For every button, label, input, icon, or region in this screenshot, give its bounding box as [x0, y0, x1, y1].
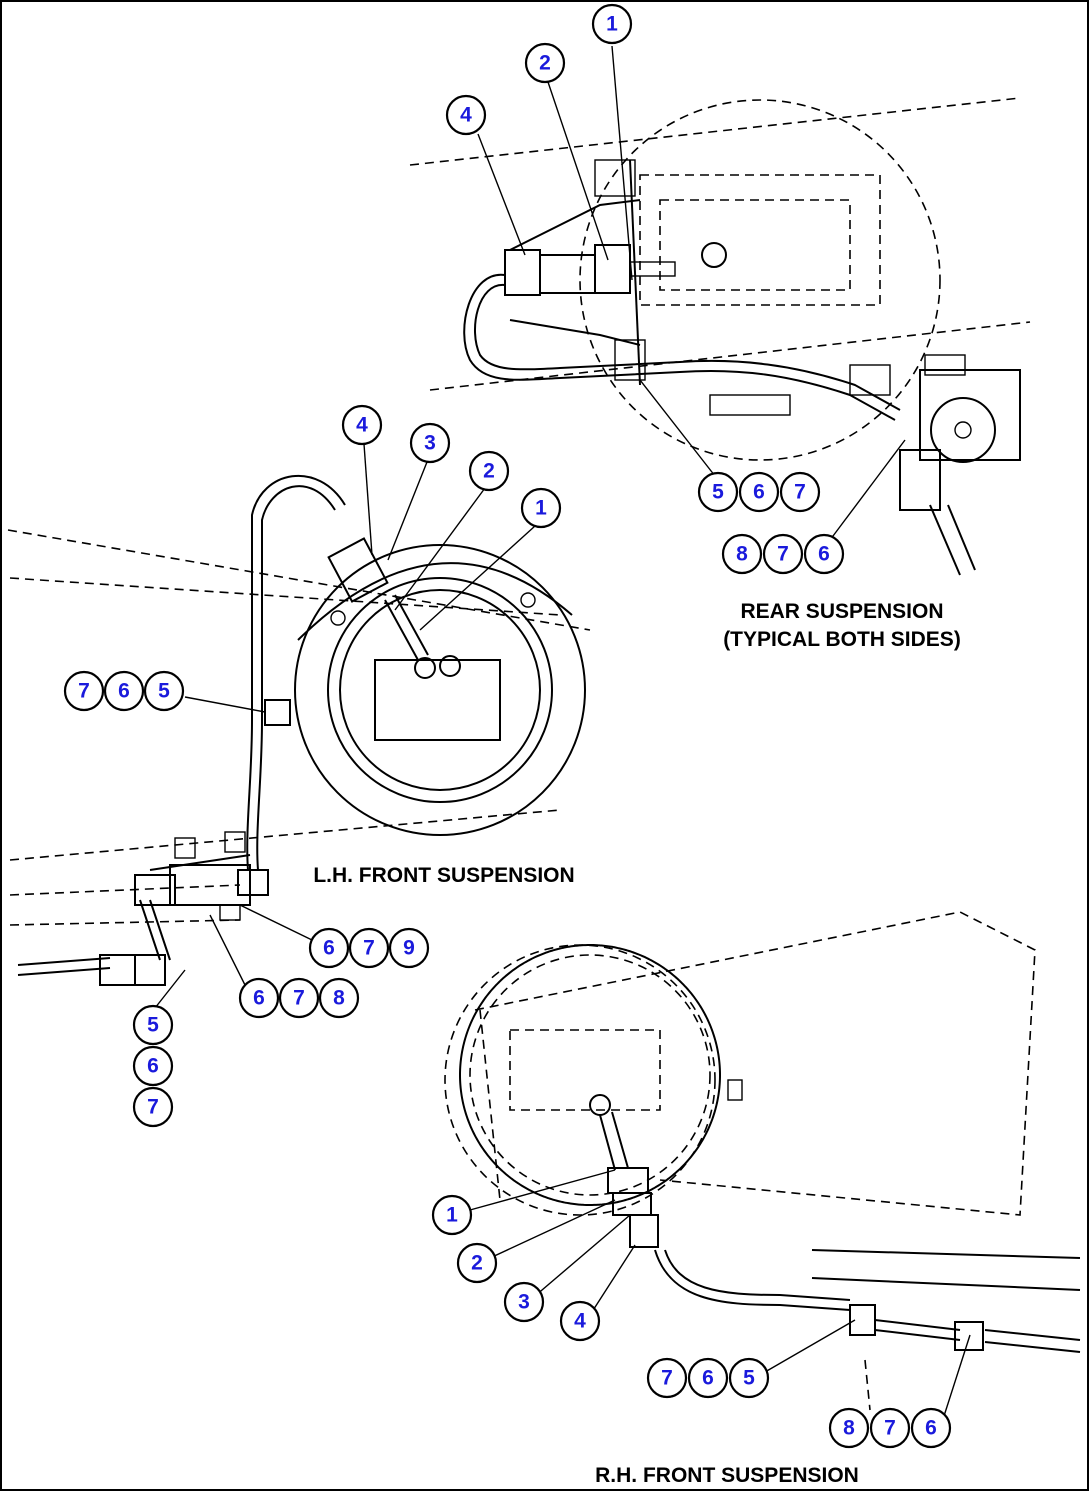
- svg-text:4: 4: [356, 414, 368, 437]
- svg-text:6: 6: [753, 481, 765, 504]
- lh-leaders: [154, 443, 536, 1009]
- svg-text:6: 6: [818, 543, 830, 566]
- svg-text:7: 7: [363, 937, 375, 960]
- svg-text:9: 9: [403, 937, 415, 960]
- svg-text:7: 7: [777, 543, 789, 566]
- svg-text:7: 7: [78, 680, 90, 703]
- svg-text:2: 2: [471, 1252, 483, 1275]
- svg-text:1: 1: [606, 13, 618, 36]
- callout-group-rear-567: 5 6 7: [697, 471, 821, 513]
- svg-text:3: 3: [518, 1291, 530, 1314]
- svg-text:2: 2: [539, 52, 551, 75]
- callout-lh-1: 1: [520, 487, 562, 529]
- callout-rh-1: 1: [431, 1194, 473, 1236]
- rear-leaders: [477, 45, 906, 541]
- callout-group-lh-567-vertical: 5 6 7: [132, 1004, 174, 1128]
- svg-text:6: 6: [702, 1367, 714, 1390]
- callout-group-lh-678: 6 7 8: [238, 977, 360, 1019]
- svg-text:7: 7: [293, 987, 305, 1010]
- svg-text:2: 2: [483, 460, 495, 483]
- callout-group-lh-765: 7 6 5: [63, 670, 185, 712]
- lh-front-suspension-title: L.H. FRONT SUSPENSION: [313, 864, 574, 887]
- callout-rh-4: 4: [559, 1300, 601, 1342]
- svg-text:3: 3: [424, 432, 436, 455]
- svg-text:6: 6: [323, 937, 335, 960]
- svg-text:7: 7: [884, 1417, 896, 1440]
- svg-text:8: 8: [843, 1417, 855, 1440]
- rh-leaders: [469, 1169, 971, 1417]
- callout-rear-1: 1: [591, 3, 633, 45]
- callout-rear-2: 2: [524, 42, 566, 84]
- svg-text:4: 4: [574, 1310, 586, 1333]
- rear-suspension-subtitle: (TYPICAL BOTH SIDES): [723, 628, 961, 651]
- rear-suspension-title: REAR SUSPENSION: [740, 600, 943, 623]
- svg-text:5: 5: [147, 1014, 159, 1037]
- svg-text:7: 7: [661, 1367, 673, 1390]
- callout-lh-3: 3: [409, 422, 451, 464]
- svg-text:5: 5: [743, 1367, 755, 1390]
- callout-lh-4: 4: [341, 404, 383, 446]
- callout-rear-4: 4: [445, 94, 487, 136]
- svg-text:5: 5: [158, 680, 170, 703]
- svg-text:4: 4: [460, 104, 472, 127]
- svg-text:6: 6: [253, 987, 265, 1010]
- svg-text:6: 6: [925, 1417, 937, 1440]
- callout-rh-2: 2: [456, 1242, 498, 1284]
- svg-text:8: 8: [736, 543, 748, 566]
- svg-text:7: 7: [794, 481, 806, 504]
- callout-group-rh-876: 8 7 6: [828, 1407, 952, 1449]
- callout-group-rh-765: 7 6 5: [646, 1357, 770, 1399]
- svg-text:6: 6: [147, 1055, 159, 1078]
- callout-group-rear-876: 8 7 6: [721, 533, 845, 575]
- svg-text:6: 6: [118, 680, 130, 703]
- svg-text:5: 5: [712, 481, 724, 504]
- svg-text:7: 7: [147, 1096, 159, 1119]
- rear-suspension-drawing: [409, 97, 1031, 576]
- callout-rh-3: 3: [503, 1281, 545, 1323]
- rh-front-suspension-drawing: [444, 911, 1081, 1411]
- svg-text:1: 1: [535, 497, 547, 520]
- lh-front-suspension-drawing: [7, 474, 591, 986]
- svg-text:8: 8: [333, 987, 345, 1010]
- callout-lh-2: 2: [468, 450, 510, 492]
- svg-text:1: 1: [446, 1204, 458, 1227]
- callout-group-lh-679: 6 7 9: [308, 927, 430, 969]
- rh-front-suspension-title: R.H. FRONT SUSPENSION: [595, 1464, 859, 1487]
